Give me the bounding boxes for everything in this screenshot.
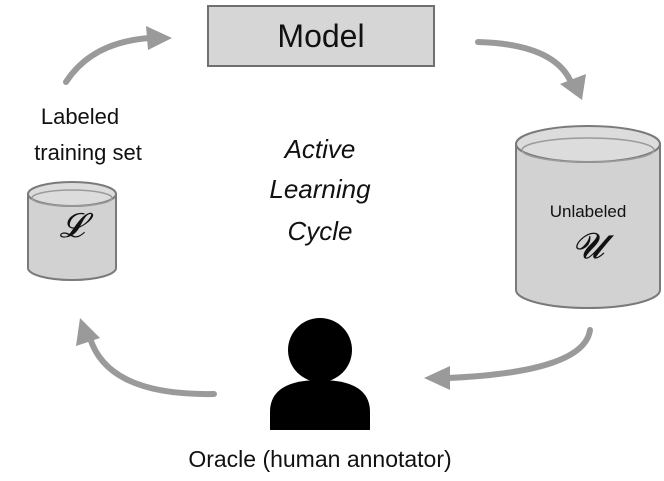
cycle-title-line3: Cycle (287, 216, 353, 246)
oracle-label: Oracle (human annotator) (188, 446, 452, 472)
arrowhead-model-to-unlabeled (560, 74, 586, 100)
arrow-labeled-to-model (63, 35, 153, 85)
labeled-set-cylinder (27, 181, 117, 281)
unlabeled-set-symbol: 𝓤 (572, 226, 604, 267)
model-box (207, 5, 435, 67)
labeled-set-symbol: 𝓛 (59, 206, 85, 246)
unlabeled-set-label: Unlabeled (549, 202, 627, 221)
arrow-oracle-to-labeled (87, 335, 217, 398)
arrow-unlabeled-to-oracle (445, 327, 593, 381)
arrowhead-unlabeled-to-oracle (424, 366, 450, 390)
arrow-model-to-unlabeled (475, 39, 573, 83)
labeled-set-title-line2: training set (34, 140, 142, 165)
unlabeled-set-cylinder (515, 125, 661, 309)
arrowhead-labeled-to-model (146, 26, 172, 50)
cycle-title-line1: Active (284, 134, 356, 164)
model-label: Model (277, 17, 365, 54)
person-icon (270, 318, 370, 430)
cycle-title-line2: Learning (269, 174, 371, 204)
labeled-set-title-line1: Labeled (40, 104, 120, 129)
arrowhead-oracle-to-labeled (76, 318, 100, 346)
